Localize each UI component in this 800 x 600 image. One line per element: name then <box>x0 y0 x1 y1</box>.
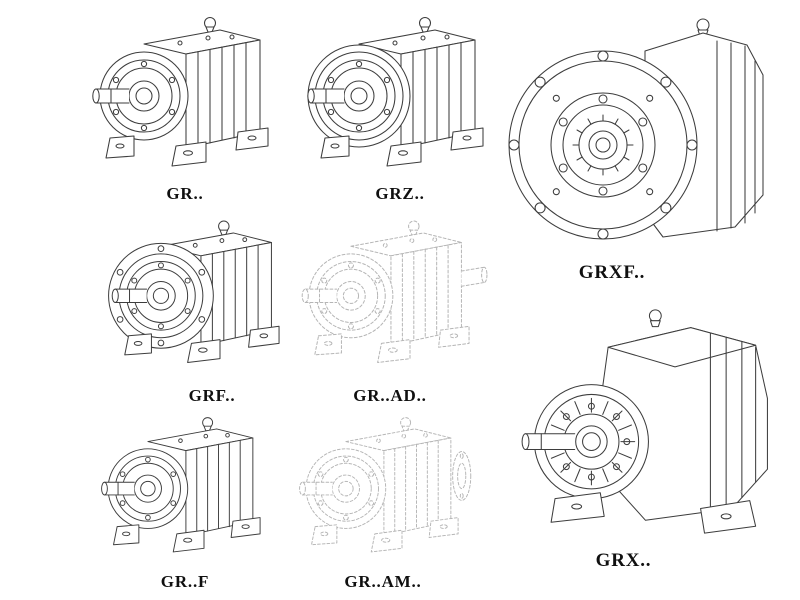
product-label-grf: GRF.. <box>188 386 236 405</box>
product-label-gr-ad: GR..AD.. <box>353 386 427 405</box>
product-grz: GRZ.. <box>295 2 505 204</box>
grx-gearbox-drawing <box>521 309 768 534</box>
product-grxf: GRXF.. <box>495 0 795 284</box>
grf-gearbox-drawing <box>108 220 280 363</box>
grxf-gearbox-drawing <box>508 18 764 240</box>
product-gr: GR.. <box>80 2 290 204</box>
gr-ad-gearbox-drawing <box>301 220 488 363</box>
product-label-grxf: GRXF.. <box>578 262 646 283</box>
product-gr-f: GR..F <box>90 404 280 592</box>
gr-am-gearbox-drawing <box>299 417 472 553</box>
product-grx: GRX.. <box>498 296 793 572</box>
product-label-gr-f: GR..F <box>160 572 210 591</box>
product-label-gr-am: GR..AM.. <box>344 572 422 591</box>
product-gr-am: GR..AM.. <box>288 404 478 592</box>
product-grf: GRF.. <box>100 206 300 406</box>
gr-gearbox-drawing <box>92 16 269 167</box>
gr-f-gearbox-drawing <box>101 417 261 553</box>
product-label-grx: GRX.. <box>595 550 652 571</box>
product-label-grz: GRZ.. <box>375 184 425 203</box>
product-gr-ad: GR..AD.. <box>290 206 490 406</box>
product-label-gr: GR.. <box>166 184 204 203</box>
grz-gearbox-drawing <box>307 16 484 167</box>
